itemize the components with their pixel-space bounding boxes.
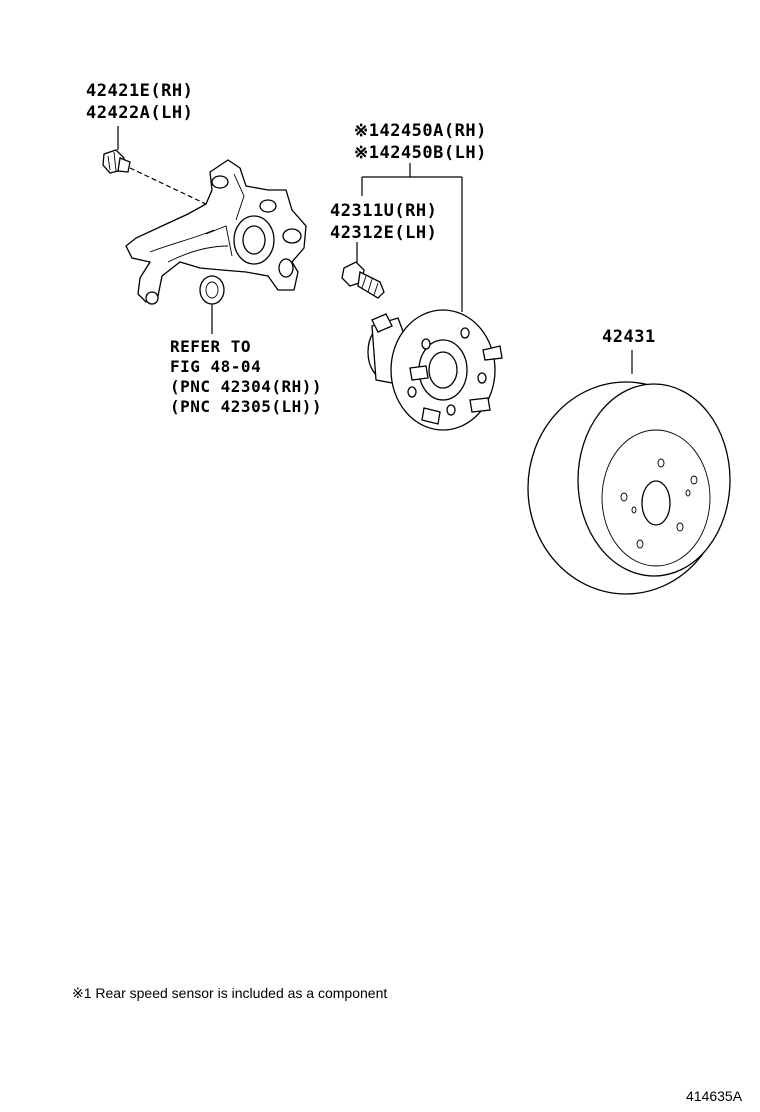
hub-bolt-lh-label: 42312E(LH) [330,223,438,243]
knuckle-ref-line4: (PNC 42305(LH)) [170,397,322,416]
footnote: ※1 Rear speed sensor is included as a co… [72,985,388,1001]
leader-bolt-dashed [129,167,209,206]
knuckle-bolt-lh-label: 42422A(LH) [86,103,194,123]
hub-assembly-part [367,309,503,431]
disc-label: 42431 [602,327,656,347]
knuckle-bolt-rh-label: 42421E(RH) [86,81,194,101]
hub-assembly-lh-label: ※142450B(LH) [354,143,487,163]
knuckle-ref-line1: REFER TO [170,337,252,356]
disc-part [527,381,731,595]
hub-bolt-part [341,261,385,299]
knuckle-ref-line3: (PNC 42304(RH)) [170,377,322,396]
knuckle-bolt-part [102,149,131,174]
knuckle-ref-line2: FIG 48-04 [170,357,262,376]
figure-id: 414635A [686,1088,743,1104]
hub-assembly-rh-label: ※142450A(RH) [354,121,487,141]
knuckle-part [125,159,307,305]
hub-bolt-rh-label: 42311U(RH) [330,201,438,221]
hub-bracket-leader [361,163,463,312]
